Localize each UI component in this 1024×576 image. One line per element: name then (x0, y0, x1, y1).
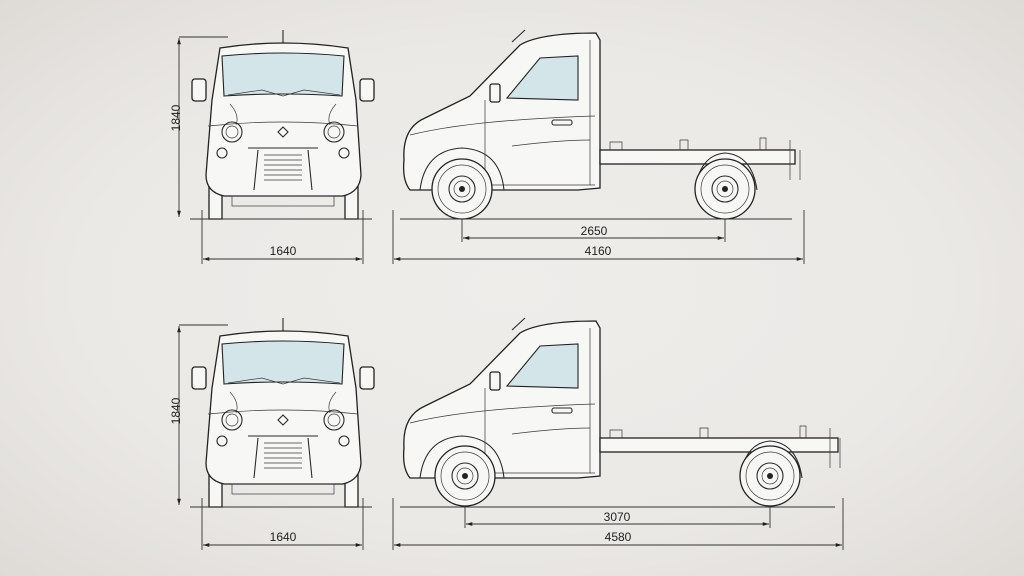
wheelbase-dimension: 3070 (464, 507, 771, 528)
track-width-dimension: 1640 (201, 498, 364, 550)
front-wheel (434, 445, 496, 507)
drawing-long-wheelbase: 1840 1640 3070 4580 (169, 317, 844, 550)
side-view-cab (402, 317, 601, 479)
chassis-frame (599, 425, 841, 479)
chassis-frame (599, 137, 801, 191)
height-dimension: 1840 (169, 324, 228, 505)
overall-length-dimension: 4160 (392, 210, 805, 264)
drawing-short-wheelbase: 1840 1640 2650 4160 (169, 29, 805, 264)
front-wheel (431, 158, 493, 220)
wheelbase-dimension: 2650 (461, 219, 726, 242)
track-width-label: 1640 (270, 530, 297, 544)
rear-wheel (694, 158, 756, 220)
front-view-vehicle (191, 29, 375, 220)
height-label: 1840 (169, 104, 183, 131)
wheelbase-label: 2650 (581, 224, 608, 238)
rear-wheel (739, 445, 801, 507)
track-width-label: 1640 (270, 244, 297, 258)
wheelbase-label: 3070 (604, 510, 631, 524)
track-width-dimension: 1640 (201, 210, 364, 264)
front-view-vehicle (191, 317, 375, 508)
overall-length-label: 4160 (585, 244, 612, 258)
side-view-cab (402, 29, 601, 191)
height-label: 1840 (169, 397, 183, 424)
overall-length-label: 4580 (605, 530, 632, 544)
overall-length-dimension: 4580 (392, 498, 844, 550)
height-dimension: 1840 (169, 36, 228, 217)
